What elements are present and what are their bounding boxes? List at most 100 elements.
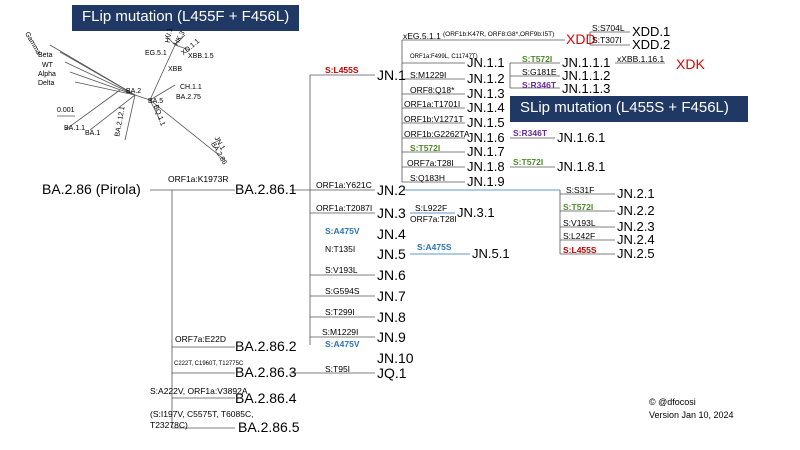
mutation-label: xEG.5.1.1 (403, 31, 441, 41)
node-jq-1: JQ.1 (377, 365, 407, 381)
mutation-label: S:L242F (563, 231, 596, 241)
node-xdd-1: XDD.1 (632, 24, 671, 39)
mutation-label: S:S31F (566, 185, 595, 195)
node-ba-2-86-3: BA.2.86.3 (235, 364, 297, 380)
mutation-label: S:M1229I (322, 327, 359, 337)
tree-label-delta: Delta (38, 80, 55, 87)
mutation-label: ORF7a:T28I (407, 158, 454, 168)
node-jn-1-1-3: JN.1.1.3 (562, 81, 611, 96)
node-jn-9: JN.9 (377, 329, 406, 345)
mutation-label: T23278C) (150, 420, 188, 430)
mutation-label-t572i: S:T572I (513, 157, 544, 167)
node-jn-10: JN.10 (377, 350, 414, 366)
mutation-label: S:G594S (325, 286, 360, 296)
mutation-label-r346t: S:R346T (522, 80, 557, 90)
node-jn-7: JN.7 (377, 288, 406, 304)
mutation-label: ORF1b:G2262TA (404, 129, 470, 139)
node-jn-6: JN.6 (377, 267, 406, 283)
mutation-label: ORF1a:K1973R (168, 174, 229, 184)
node-jn-5-1: JN.5.1 (472, 246, 510, 261)
mutation-label: S:S704L (592, 23, 625, 33)
node-jn-1-8: JN.1.8 (467, 159, 505, 174)
node-xdk: XDK (676, 56, 705, 72)
node-jn-5: JN.5 (377, 246, 406, 262)
node-jn-2: JN.2 (377, 182, 406, 198)
tree-label-alpha: Alpha (38, 71, 56, 78)
mutation-label: ORF8:Q18* (410, 85, 455, 95)
node-xdd: XDD (566, 31, 596, 47)
tree-label-wt: WT (42, 62, 53, 69)
mutation-label: S:Q183H (410, 173, 445, 183)
node-ba-2-86-1: BA.2.86.1 (235, 181, 297, 197)
mutation-label: N:T135I (325, 244, 356, 254)
node-ba-2-86-5: BA.2.86.5 (238, 419, 300, 435)
mutation-label: S:M1229I (410, 70, 447, 80)
tree-label-ba-5: BA.5 (148, 98, 164, 105)
node-jn-1-1: JN.1.1 (467, 55, 505, 70)
mutation-label: (S:I197V, C5575T, T6085C, (150, 409, 254, 419)
node-jn-1-5: JN.1.5 (467, 115, 505, 130)
node-jn-1-1-1: JN.1.1.1 (562, 55, 611, 70)
node-jn-1-8-1: JN.1.8.1 (557, 159, 606, 174)
node-ba-2-86-4: BA.2.86.4 (235, 390, 297, 406)
tree-label-ba-2: BA.2 (126, 88, 142, 95)
tree-scale-label: 0.001 (57, 107, 75, 114)
node-xdd-2: XDD.2 (632, 37, 671, 52)
tree-label-xbb-1-5: XBB.1.5 (188, 53, 214, 60)
author-credit: © @dfocosi (649, 397, 696, 407)
mutation-label: (ORF1b:K47R, ORF8:G8*,ORF9b:I5T) (443, 31, 555, 38)
mutation-label-a475s: S:A475S (417, 242, 452, 252)
mutation-label: C222T, C1960T, T12775C (174, 361, 244, 367)
mutation-label: S:V193L (325, 265, 358, 275)
mutation-label: ORF1b:V1271T (404, 114, 464, 124)
version-date: Version Jan 10, 2024 (649, 410, 734, 420)
mutation-label: S:T95I (325, 364, 351, 374)
tree-label-xbb: XBB (168, 66, 183, 73)
mutation-label: ORF7a:E22D (175, 334, 227, 344)
node-jn-1-7: JN.1.7 (467, 144, 505, 159)
mutation-label: ORF1a:F499L, C11747T) (410, 54, 478, 60)
node-jn-1-9: JN.1.9 (467, 174, 505, 189)
mutation-label: ORF1a:T1701I (404, 99, 461, 109)
mutation-label: xXBB.1.16.1 (617, 54, 665, 64)
mutation-label: ORF1a:T2087I (316, 203, 373, 213)
tree-label-ba-2-75: BA.2.75 (176, 94, 201, 101)
node-jn-4: JN.4 (377, 226, 406, 242)
node-jn-1-2: JN.1.2 (467, 71, 505, 86)
mutation-label-t572i: S:T572I (522, 54, 553, 64)
node-jn-2-5: JN.2.5 (617, 246, 655, 261)
mutation-label-a475v: S:A475V (325, 226, 360, 236)
mutation-label: S:T307I (592, 35, 622, 45)
mutation-label: S:V193L (563, 218, 596, 228)
mutation-label: ORF1a:Y621C (316, 180, 372, 190)
node-jn-8: JN.8 (377, 309, 406, 325)
mutation-label: S:G181E (522, 67, 557, 77)
slip-mutation-banner: SLip mutation (L455S + F456L) (510, 96, 748, 122)
mutation-label: S:L922F (415, 203, 448, 213)
mutation-label-t572i: S:T572I (563, 202, 594, 212)
node-jn-1-4: JN.1.4 (467, 100, 505, 115)
tree-label-ba-1: BA.1 (85, 130, 101, 137)
mutation-label-l455s: S:L455S (563, 245, 597, 255)
mutation-label: S:T299I (325, 307, 355, 317)
tree-label-eg-5-1: EG.5.1 (145, 50, 167, 57)
node-ba-2-86-2: BA.2.86.2 (235, 338, 297, 354)
tree-label-ch-1-1: CH.1.1 (180, 84, 202, 91)
mutation-label-r346t: S:R346T (513, 128, 548, 138)
tree-label-ba-1-1: BA.1.1 (64, 125, 86, 132)
node-jn-2-1: JN.2.1 (617, 186, 655, 201)
mutation-label: S:A222V, ORF1a:V3892A (150, 386, 248, 396)
node-jn-1-6-1: JN.1.6.1 (557, 130, 606, 145)
node-jn-3-1: JN.3.1 (457, 205, 495, 220)
mutation-label-l455s: S:L455S (325, 65, 359, 75)
node-jn-2-4: JN.2.4 (617, 232, 655, 247)
mutation-label-t572i: S:T572I (410, 143, 441, 153)
node-jn-1: JN.1 (377, 67, 406, 83)
node-jn-1-1-2: JN.1.1.2 (562, 68, 611, 83)
node-jn-2-2: JN.2.2 (617, 203, 655, 218)
mutation-label-a475v: S:A475V (325, 339, 360, 349)
node-jn-1-3: JN.1.3 (467, 86, 505, 101)
node-jn-2-3: JN.2.3 (617, 219, 655, 234)
node-jn-1-6: JN.1.6 (467, 130, 505, 145)
